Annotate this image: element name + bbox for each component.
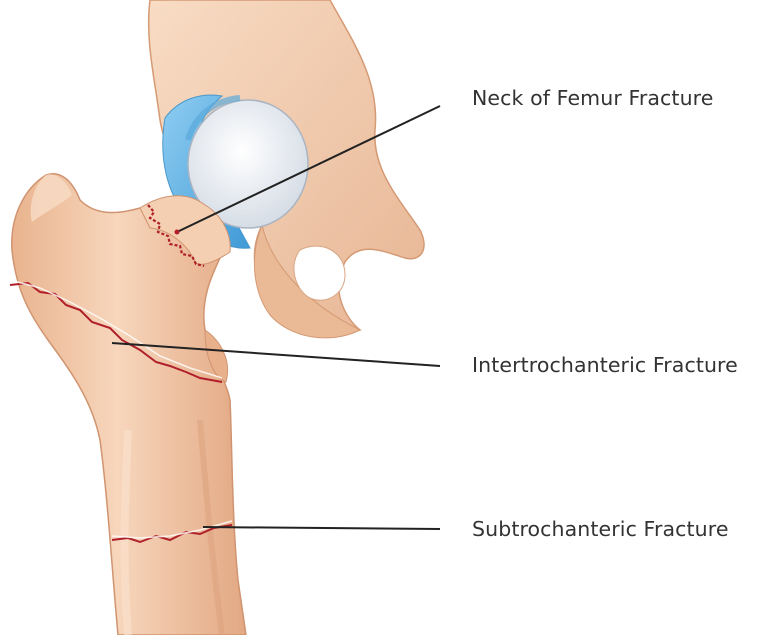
- neck-leader-dot: [175, 230, 180, 235]
- intertrochanteric-fracture-label: Intertrochanteric Fracture: [472, 353, 738, 377]
- subtrochanteric-fracture-label: Subtrochanteric Fracture: [472, 517, 729, 541]
- subtrochanteric-leader-line: [203, 527, 440, 529]
- femur: [12, 174, 246, 635]
- neck-fracture-label: Neck of Femur Fracture: [472, 86, 713, 110]
